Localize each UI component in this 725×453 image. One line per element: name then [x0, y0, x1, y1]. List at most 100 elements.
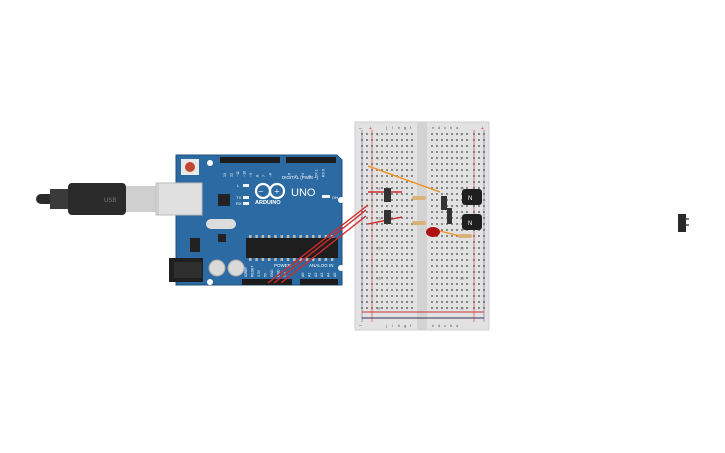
breadboard-hole[interactable]	[386, 157, 388, 159]
breadboard-hole[interactable]	[366, 283, 368, 285]
breadboard-hole[interactable]	[371, 139, 373, 141]
breadboard-hole[interactable]	[371, 151, 373, 153]
breadboard-hole[interactable]	[431, 301, 433, 303]
breadboard-hole[interactable]	[473, 277, 475, 279]
breadboard-hole[interactable]	[381, 277, 383, 279]
breadboard-hole[interactable]	[436, 259, 438, 261]
breadboard-hole[interactable]	[361, 253, 363, 255]
breadboard-hole[interactable]	[376, 169, 378, 171]
breadboard-hole[interactable]	[396, 199, 398, 201]
breadboard-hole[interactable]	[431, 217, 433, 219]
breadboard-hole[interactable]	[466, 253, 468, 255]
breadboard-hole[interactable]	[366, 289, 368, 291]
breadboard-hole[interactable]	[441, 277, 443, 279]
breadboard-hole[interactable]	[371, 277, 373, 279]
breadboard-hole[interactable]	[436, 145, 438, 147]
breadboard-hole[interactable]	[431, 133, 433, 135]
breadboard-hole[interactable]	[376, 217, 378, 219]
breadboard-hole[interactable]	[478, 151, 480, 153]
breadboard-hole[interactable]	[381, 259, 383, 261]
breadboard-hole[interactable]	[441, 289, 443, 291]
breadboard-hole[interactable]	[456, 163, 458, 165]
breadboard-hole[interactable]	[371, 175, 373, 177]
breadboard-hole[interactable]	[441, 295, 443, 297]
breadboard-hole[interactable]	[451, 175, 453, 177]
breadboard-hole[interactable]	[473, 241, 475, 243]
wire-red-1[interactable]	[267, 204, 369, 284]
breadboard-hole[interactable]	[361, 223, 363, 225]
breadboard-hole[interactable]	[451, 295, 453, 297]
breadboard-hole[interactable]	[473, 301, 475, 303]
breadboard-hole[interactable]	[376, 193, 378, 195]
breadboard-hole[interactable]	[371, 145, 373, 147]
wire-red-2[interactable]	[273, 209, 367, 284]
breadboard-hole[interactable]	[473, 169, 475, 171]
breadboard-hole[interactable]	[386, 229, 388, 231]
breadboard-hole[interactable]	[466, 271, 468, 273]
breadboard-hole[interactable]	[401, 223, 403, 225]
breadboard-hole[interactable]	[456, 133, 458, 135]
breadboard-hole[interactable]	[391, 277, 393, 279]
breadboard-hole[interactable]	[381, 283, 383, 285]
breadboard-hole[interactable]	[483, 217, 485, 219]
breadboard-hole[interactable]	[376, 181, 378, 183]
breadboard-hole[interactable]	[446, 259, 448, 261]
breadboard-hole[interactable]	[401, 169, 403, 171]
breadboard-hole[interactable]	[371, 283, 373, 285]
breadboard-hole[interactable]	[401, 211, 403, 213]
breadboard-hole[interactable]	[371, 223, 373, 225]
breadboard-hole[interactable]	[386, 169, 388, 171]
breadboard-hole[interactable]	[371, 187, 373, 189]
breadboard-hole[interactable]	[446, 193, 448, 195]
breadboard-hole[interactable]	[401, 289, 403, 291]
breadboard-hole[interactable]	[401, 247, 403, 249]
slide-switch[interactable]	[678, 214, 689, 232]
breadboard-hole[interactable]	[391, 247, 393, 249]
breadboard-hole[interactable]	[456, 277, 458, 279]
resistor-3[interactable]	[458, 234, 472, 238]
breadboard-hole[interactable]	[446, 265, 448, 267]
breadboard-hole[interactable]	[366, 175, 368, 177]
breadboard-hole[interactable]	[461, 307, 463, 309]
breadboard-hole[interactable]	[406, 139, 408, 141]
breadboard-hole[interactable]	[431, 181, 433, 183]
breadboard-hole[interactable]	[386, 283, 388, 285]
breadboard-hole[interactable]	[391, 307, 393, 309]
breadboard-hole[interactable]	[473, 307, 475, 309]
breadboard-hole[interactable]	[456, 235, 458, 237]
breadboard-hole[interactable]	[431, 169, 433, 171]
breadboard-hole[interactable]	[411, 307, 413, 309]
breadboard-hole[interactable]	[361, 205, 363, 207]
breadboard-hole[interactable]	[451, 205, 453, 207]
breadboard-hole[interactable]	[441, 175, 443, 177]
breadboard-hole[interactable]	[473, 163, 475, 165]
breadboard-hole[interactable]	[473, 157, 475, 159]
breadboard-hole[interactable]	[478, 235, 480, 237]
breadboard-hole[interactable]	[381, 133, 383, 135]
breadboard-hole[interactable]	[451, 307, 453, 309]
breadboard-hole[interactable]	[441, 157, 443, 159]
breadboard-hole[interactable]	[401, 157, 403, 159]
breadboard-hole[interactable]	[441, 193, 443, 195]
breadboard-hole[interactable]	[366, 151, 368, 153]
breadboard-hole[interactable]	[461, 157, 463, 159]
breadboard-hole[interactable]	[361, 295, 363, 297]
breadboard-hole[interactable]	[483, 133, 485, 135]
breadboard-hole[interactable]	[381, 301, 383, 303]
breadboard-hole[interactable]	[391, 169, 393, 171]
breadboard-hole[interactable]	[456, 307, 458, 309]
breadboard-hole[interactable]	[376, 145, 378, 147]
breadboard-hole[interactable]	[371, 211, 373, 213]
breadboard-hole[interactable]	[376, 157, 378, 159]
breadboard-hole[interactable]	[406, 163, 408, 165]
breadboard-hole[interactable]	[483, 223, 485, 225]
breadboard-hole[interactable]	[436, 157, 438, 159]
breadboard-hole[interactable]	[478, 277, 480, 279]
breadboard-hole[interactable]	[451, 133, 453, 135]
breadboard-hole[interactable]	[466, 187, 468, 189]
breadboard-hole[interactable]	[371, 241, 373, 243]
breadboard-hole[interactable]	[446, 145, 448, 147]
breadboard-hole[interactable]	[406, 193, 408, 195]
breadboard-hole[interactable]	[376, 289, 378, 291]
breadboard-hole[interactable]	[401, 181, 403, 183]
